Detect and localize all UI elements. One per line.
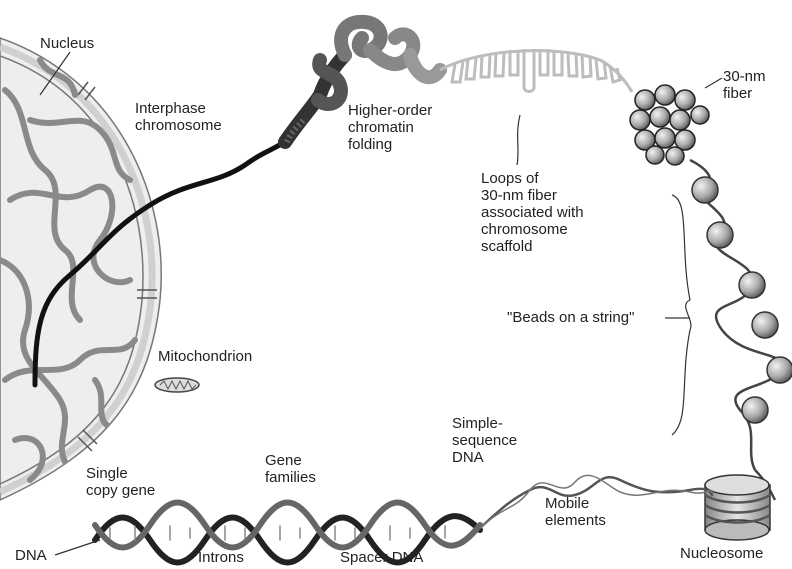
label-beads-on-string: "Beads on a string" xyxy=(507,309,634,326)
label-30nm-fiber: 30-nm fiber xyxy=(723,68,766,102)
fiber-30nm xyxy=(630,85,709,165)
label-single-copy-gene: Single copy gene xyxy=(86,465,155,499)
label-interphase-chromosome: Interphase chromosome xyxy=(135,100,222,134)
beads-nucleosomes xyxy=(692,177,792,423)
label-dna: DNA xyxy=(15,547,47,564)
label-spacer-dna: Spacer DNA xyxy=(340,549,423,566)
label-nucleosome: Nucleosome xyxy=(680,545,763,562)
beads-bracket xyxy=(672,195,691,435)
label-nucleus: Nucleus xyxy=(40,35,94,52)
nucleosome-core xyxy=(705,470,775,540)
label-simple-sequence-dna: Simple- sequence DNA xyxy=(452,415,517,466)
scaffold-loops xyxy=(440,49,632,92)
label-gene-families: Gene families xyxy=(265,452,316,486)
mitochondrion xyxy=(155,378,199,392)
fiber-30nm-pointer xyxy=(705,78,722,88)
label-higher-order-folding: Higher-order chromatin folding xyxy=(348,102,432,153)
label-loops-scaffold: Loops of 30-nm fiber associated with chr… xyxy=(481,170,584,255)
label-mobile-elements: Mobile elements xyxy=(545,495,606,529)
label-mitochondrion: Mitochondrion xyxy=(158,348,252,365)
label-introns: Introns xyxy=(198,549,244,566)
